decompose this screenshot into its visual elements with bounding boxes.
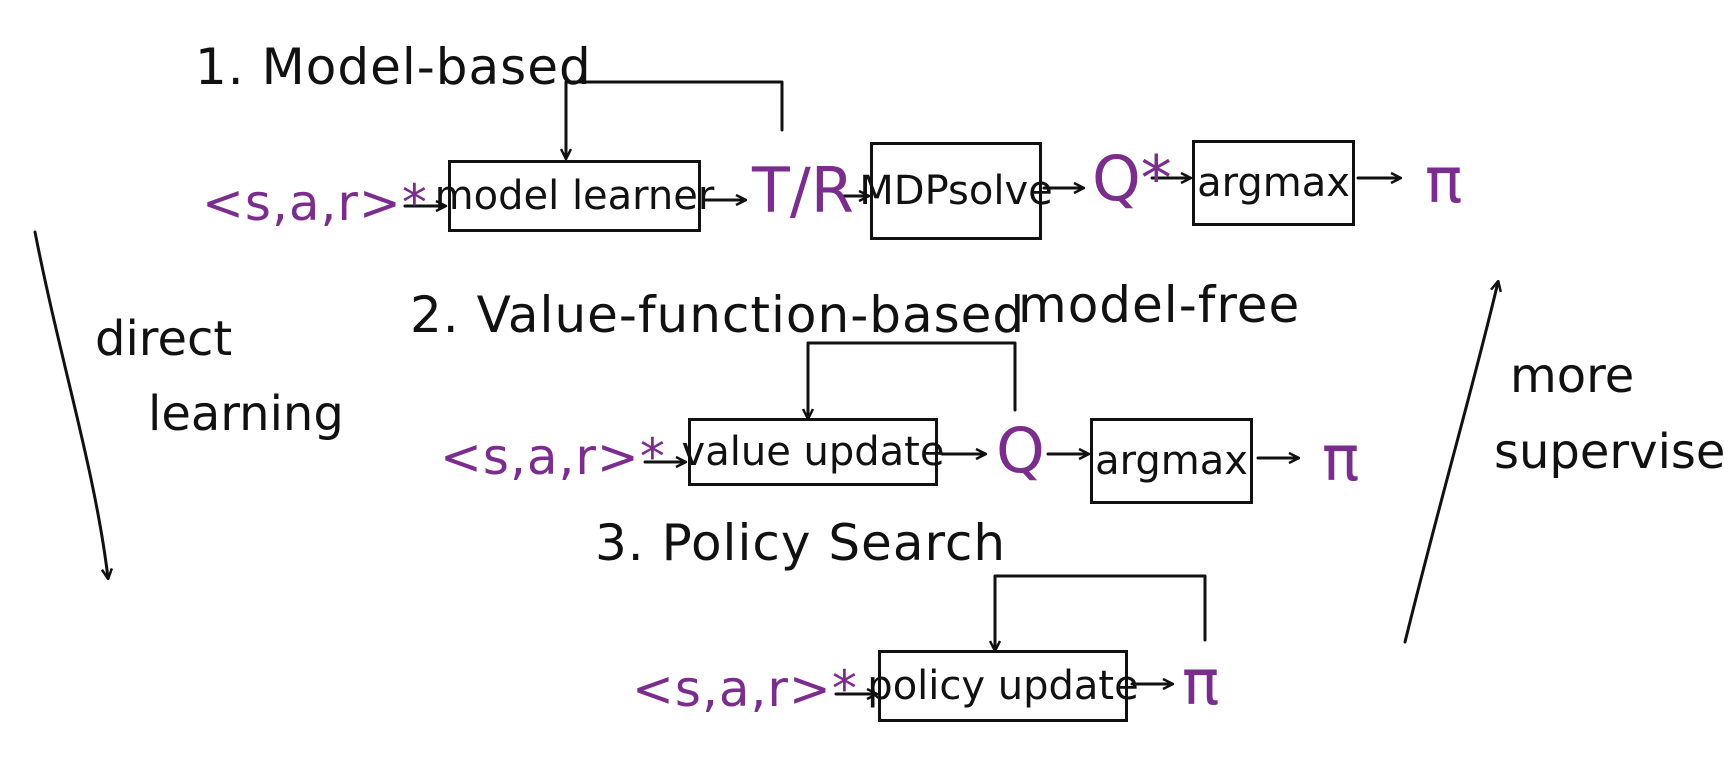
policy-policy-search: π	[1182, 646, 1220, 719]
policy-update-box: policy update	[867, 650, 1139, 722]
argmax-box-value-based: argmax	[1090, 418, 1253, 504]
label-direct: direct	[95, 311, 233, 367]
feedback-loop-policy-search	[995, 574, 1207, 650]
more-supervised-arrow	[1403, 282, 1498, 644]
q-function: Q	[996, 414, 1045, 487]
label-learning: learning	[148, 386, 344, 442]
label-more: more	[1510, 348, 1635, 404]
heading-model-based: 1. Model-based	[195, 38, 592, 96]
heading-policy-search: 3. Policy Search	[595, 514, 1007, 572]
transition-reward-model: T/R	[752, 154, 854, 227]
optimal-q-function: Q*	[1092, 142, 1172, 215]
heading-model-free: model-free	[1018, 276, 1301, 334]
feedback-loop-model-based	[566, 80, 784, 158]
heading-value-function-based: 2. Value-function-based	[410, 286, 1026, 344]
label-supervised: supervised	[1494, 424, 1724, 480]
argmax-box-model-based: argmax	[1192, 140, 1355, 226]
value-update-box: value update	[682, 418, 944, 486]
model-learner-box: model learner	[435, 160, 714, 232]
input-tuple-model-based: <s,a,r>*	[202, 174, 428, 232]
input-tuple-policy-search: <s,a,r>*	[632, 660, 858, 718]
mdp-solve-box: MDPsolve	[859, 142, 1053, 240]
feedback-loop-value-based	[808, 341, 1017, 418]
direct-learning-arrow	[33, 230, 108, 578]
policy-model-based: π	[1425, 144, 1463, 217]
policy-value-based: π	[1322, 422, 1360, 495]
input-tuple-value-based: <s,a,r>*	[440, 428, 666, 486]
